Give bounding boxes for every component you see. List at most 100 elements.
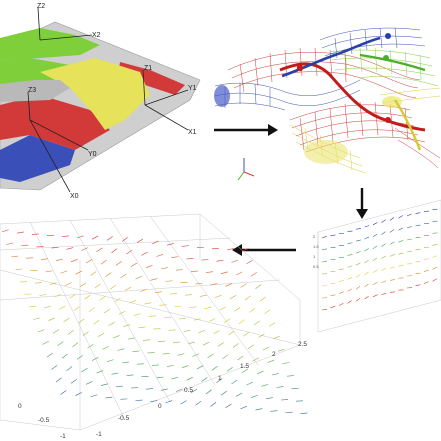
axis-tick-b-1: -0.5 bbox=[38, 417, 50, 424]
surface-red-right bbox=[118, 62, 185, 95]
vector-arrow bbox=[229, 295, 237, 300]
vector-arrow bbox=[138, 326, 146, 329]
vector-arrow bbox=[121, 237, 128, 242]
vector-arrow bbox=[144, 302, 152, 305]
vector-arrow bbox=[241, 248, 249, 252]
vector-arrow bbox=[432, 243, 438, 246]
vector-arrow bbox=[141, 251, 148, 256]
vector-arrow bbox=[51, 247, 59, 249]
vector-arrow bbox=[69, 294, 76, 299]
curve-blue bbox=[281, 36, 381, 78]
axis-tick-b-0: 0 bbox=[18, 403, 22, 410]
vector-arrow bbox=[282, 362, 290, 364]
vector-arrow bbox=[398, 252, 404, 255]
vector-arrow bbox=[76, 235, 84, 239]
vector-arrow bbox=[37, 329, 45, 333]
vector-arrow bbox=[121, 361, 129, 364]
vector-arrow bbox=[136, 238, 144, 244]
vector-arrow bbox=[33, 317, 41, 320]
vector-arrow bbox=[108, 321, 115, 326]
vector-arrow bbox=[24, 293, 32, 295]
vector-arrow bbox=[271, 373, 279, 376]
vector-arrow bbox=[85, 381, 93, 385]
vector-arrow bbox=[372, 233, 378, 238]
vector-arrow bbox=[338, 280, 344, 282]
curve-yellow bbox=[394, 99, 422, 151]
vector-arrow bbox=[166, 243, 174, 246]
small-vector-field bbox=[321, 208, 438, 311]
vector-arrow bbox=[40, 258, 49, 260]
vector-arrow bbox=[277, 348, 285, 352]
vector-arrow bbox=[193, 318, 201, 321]
vector-arrow bbox=[145, 388, 153, 390]
vector-arrow bbox=[180, 400, 187, 405]
vector-arrow bbox=[111, 248, 118, 254]
vector-arrow bbox=[249, 308, 256, 313]
vector-arrow bbox=[389, 217, 395, 221]
vector-arrow bbox=[267, 359, 275, 363]
vector-arrow bbox=[66, 247, 74, 250]
vector-arrow bbox=[432, 255, 438, 258]
vector-arrow bbox=[211, 365, 218, 371]
vector-arrow bbox=[415, 284, 421, 287]
vector-arrow bbox=[381, 231, 386, 235]
vector-arrow bbox=[171, 376, 179, 380]
vector-arrow bbox=[220, 271, 228, 275]
vector-arrow bbox=[165, 280, 173, 282]
vector-arrow bbox=[58, 305, 66, 310]
surface-red bbox=[0, 95, 110, 150]
vector-arrow bbox=[372, 281, 378, 286]
vector-arrow bbox=[160, 267, 168, 270]
vector-arrow bbox=[91, 235, 99, 240]
vector-arrow bbox=[338, 291, 344, 294]
vector-arrow bbox=[88, 307, 95, 313]
vector-arrow bbox=[10, 255, 18, 258]
vector-arrow bbox=[381, 293, 387, 295]
vector-arrow bbox=[210, 283, 218, 286]
vector-arrow bbox=[423, 281, 429, 284]
axis-label-y1: Y1 bbox=[188, 85, 197, 92]
plot-box bbox=[0, 213, 301, 431]
vector-arrow bbox=[211, 247, 219, 250]
vector-arrow bbox=[199, 294, 207, 297]
vector-arrow bbox=[154, 291, 162, 294]
small-tick-1: 2 bbox=[313, 234, 316, 239]
vector-arrow bbox=[207, 353, 214, 358]
vector-arrow bbox=[246, 260, 253, 264]
vector-arrow bbox=[55, 377, 62, 383]
vector-arrow bbox=[46, 352, 54, 358]
vector-arrow bbox=[39, 294, 47, 296]
small-tick-4: 0.5 bbox=[313, 264, 319, 269]
vector-arrow bbox=[210, 402, 217, 407]
vector-arrow bbox=[129, 300, 137, 304]
vector-arrow bbox=[94, 283, 101, 289]
vector-arrow bbox=[90, 271, 97, 276]
arrow-right bbox=[214, 124, 278, 136]
vector-arrow bbox=[115, 260, 122, 266]
vector-arrow bbox=[97, 332, 105, 338]
vector-arrow bbox=[61, 235, 69, 238]
curve-red bbox=[279, 62, 426, 132]
vector-arrow bbox=[106, 236, 113, 241]
axis-label-y0: Y0 bbox=[88, 151, 97, 158]
vector-arrow bbox=[64, 282, 72, 286]
vector-arrow bbox=[220, 390, 227, 396]
wireframe-blue-cap bbox=[214, 85, 230, 107]
vector-arrow bbox=[213, 330, 220, 335]
vector-arrow bbox=[364, 248, 369, 252]
vector-arrow bbox=[264, 309, 271, 314]
vector-arrow bbox=[244, 295, 251, 301]
vector-arrow bbox=[63, 317, 70, 323]
vector-arrow bbox=[72, 342, 79, 348]
vector-arrow bbox=[423, 269, 429, 272]
vector-arrow bbox=[432, 266, 438, 270]
wireframe-red bbox=[227, 47, 441, 169]
vector-arrow bbox=[372, 257, 378, 262]
vector-arrow bbox=[48, 317, 55, 321]
vector-arrow bbox=[148, 315, 156, 317]
vector-arrow bbox=[219, 306, 226, 311]
vector-arrow bbox=[364, 296, 369, 300]
vector-arrow bbox=[172, 341, 180, 344]
vector-arrow bbox=[398, 215, 403, 219]
vector-arrow bbox=[166, 365, 174, 367]
